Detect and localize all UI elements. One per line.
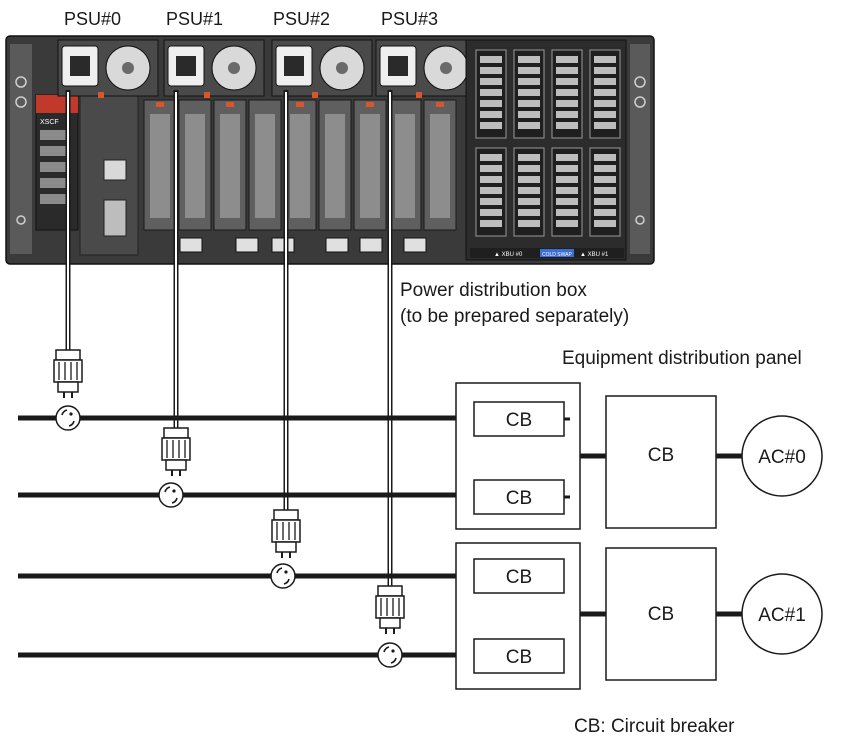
legend-cb: CB: Circuit breaker xyxy=(574,716,735,737)
outlets xyxy=(55,405,403,668)
port xyxy=(179,237,203,253)
cb-label: CB xyxy=(648,445,674,466)
psu-label-3: PSU#3 xyxy=(381,9,438,29)
plug-icon-1 xyxy=(161,427,191,476)
power-box-subtitle: (to be prepared separately) xyxy=(400,306,629,327)
plugs xyxy=(53,349,405,634)
psu-module-3 xyxy=(375,39,477,98)
cb-label: CB xyxy=(506,488,532,509)
xscf-unit: XSCF xyxy=(35,94,79,231)
power-distribution-box-1: CB CB xyxy=(455,382,581,530)
pcie-slots xyxy=(143,99,457,231)
ac-label-1: AC#1 xyxy=(758,605,806,626)
cb-label: CB xyxy=(506,410,532,431)
outlet-icon-3 xyxy=(377,642,403,668)
outlet-icon-2 xyxy=(270,563,296,589)
port xyxy=(325,237,349,253)
psu-label-2: PSU#2 xyxy=(273,9,330,29)
xscf-label: XSCF xyxy=(40,119,59,126)
psu-module-2 xyxy=(271,39,373,98)
plug-icon-0 xyxy=(53,349,83,398)
psu-module-0 xyxy=(57,39,159,98)
psu-label-0: PSU#0 xyxy=(64,9,121,29)
io-panel xyxy=(79,94,139,256)
cb-label: CB xyxy=(506,567,532,588)
cb-label: CB xyxy=(648,604,674,625)
xbu1-mark: ▲ XBU #1 xyxy=(580,252,609,258)
ac-source-1 xyxy=(741,573,823,655)
cb-box xyxy=(473,558,565,594)
panel-title: Equipment distribution panel xyxy=(562,348,802,369)
power-bus-lines xyxy=(18,415,475,658)
cb-box xyxy=(473,638,565,674)
port xyxy=(359,237,383,253)
equipment-panel-cb-1: CB AC#1 xyxy=(580,547,823,681)
xbu-units: ▲ XBU #0 COLD SWAP ▲ XBU #1 xyxy=(465,39,627,261)
port xyxy=(271,237,295,253)
psu-module-1 xyxy=(163,39,265,98)
server-chassis-rear: XSCF ▲ XBU #0 COLD SWAP ▲ XBU #1 xyxy=(5,35,655,265)
psu-label-1: PSU#1 xyxy=(166,9,223,29)
port xyxy=(235,237,259,253)
plug-icon-3 xyxy=(375,585,405,634)
cb-label: CB xyxy=(506,647,532,668)
psu-modules xyxy=(57,39,477,98)
ac-source-0 xyxy=(741,415,823,497)
port xyxy=(403,237,427,253)
cold-swap-mark: COLD SWAP xyxy=(542,252,572,258)
power-distribution-box-2: CB CB xyxy=(455,542,581,690)
plug-icon-2 xyxy=(271,509,301,558)
equipment-panel-cb-0: CB AC#0 xyxy=(580,395,823,529)
outlet-icon-0 xyxy=(55,405,81,431)
xbu0-mark: ▲ XBU #0 xyxy=(494,252,523,258)
power-box-title: Power distribution box xyxy=(400,280,587,301)
cb-box xyxy=(473,401,565,437)
ac-label-0: AC#0 xyxy=(758,447,806,468)
outlet-icon-1 xyxy=(158,482,184,508)
